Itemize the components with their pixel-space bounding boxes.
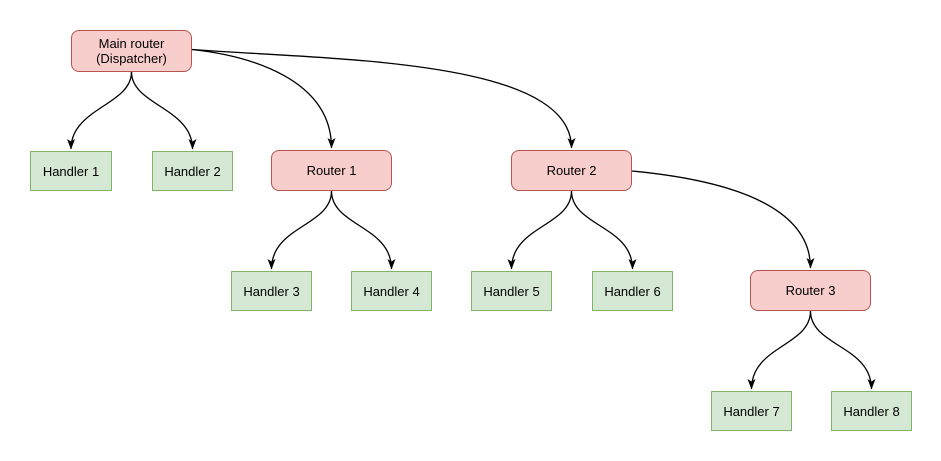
node-handler-8: Handler 8 bbox=[831, 391, 912, 431]
edge-router-3-to-handler-8 bbox=[809, 310, 876, 390]
edge-router-1-to-handler-3 bbox=[267, 190, 333, 270]
node-handler-5: Handler 5 bbox=[471, 271, 552, 311]
edge-main-router-to-handler-1 bbox=[67, 71, 133, 150]
node-handler-2: Handler 2 bbox=[152, 151, 233, 191]
edge-router-2-to-router-3 bbox=[631, 170, 815, 269]
edge-router-2-to-handler-5 bbox=[507, 190, 573, 270]
edge-router-3-to-handler-7 bbox=[747, 310, 812, 390]
edge-main-router-to-router-2 bbox=[191, 48, 576, 149]
edge-main-router-to-handler-2 bbox=[130, 71, 197, 150]
node-router-3: Router 3 bbox=[750, 270, 871, 311]
node-handler-4: Handler 4 bbox=[351, 271, 432, 311]
node-handler-1: Handler 1 bbox=[30, 151, 112, 191]
edge-router-1-to-handler-4 bbox=[330, 190, 396, 270]
node-main-router: Main router (Dispatcher) bbox=[71, 30, 192, 72]
edge-router-2-to-handler-6 bbox=[570, 190, 637, 270]
node-handler-3: Handler 3 bbox=[231, 271, 312, 311]
node-handler-6: Handler 6 bbox=[592, 271, 673, 311]
node-handler-7: Handler 7 bbox=[711, 391, 792, 431]
edge-main-router-to-router-1 bbox=[191, 48, 336, 149]
node-router-2: Router 2 bbox=[511, 150, 632, 191]
node-router-1: Router 1 bbox=[271, 150, 392, 191]
